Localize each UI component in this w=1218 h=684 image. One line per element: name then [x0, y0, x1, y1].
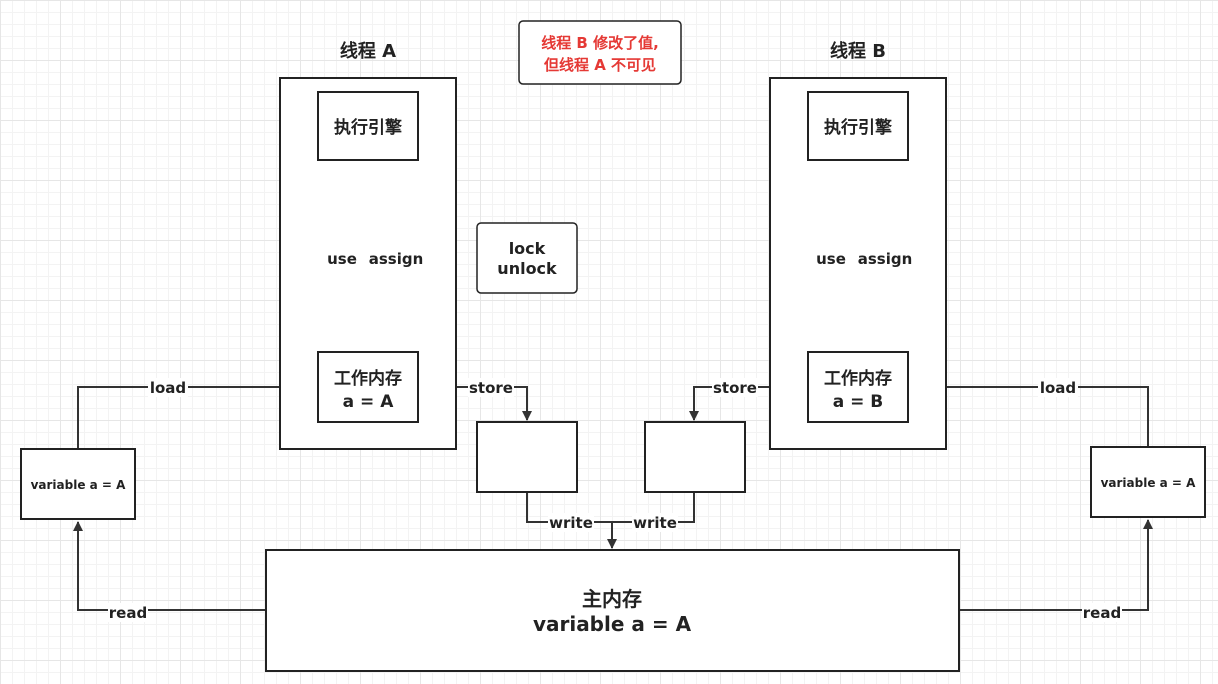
thread-b-work-memory-box [807, 351, 909, 423]
edge-read-left [73, 521, 266, 611]
edge-read-right [959, 519, 1153, 611]
read-label-left: read [109, 604, 147, 622]
edge-load-right [910, 382, 1149, 447]
edge-load-left [77, 382, 316, 449]
thread-a-work-memory-title: 工作内存 [334, 368, 402, 389]
main-memory-box [265, 549, 960, 672]
unlock-label: unlock [497, 259, 557, 278]
note-line-1: 线程 B 修改了值, [541, 34, 659, 52]
thread-a-engine-label: 执行引擎 [334, 117, 403, 138]
left-variable-box [20, 448, 136, 520]
read-label-right: read [1083, 604, 1121, 622]
edge-labels: use assign use assign load load store st… [108, 248, 1122, 622]
lock-box [476, 222, 578, 294]
load-label-right: load [1040, 379, 1076, 397]
main-memory: 主内存 variable a = A [265, 549, 960, 672]
main-memory-title: 主内存 [582, 587, 642, 611]
lock-unlock: lock unlock [476, 222, 578, 294]
visibility-note: 线程 B 修改了值, 但线程 A 不可见 [518, 20, 682, 85]
left-variable-label: variable a = A [31, 478, 127, 492]
thread-a: 执行引擎 工作内存 a = A [279, 77, 457, 450]
thread-b-title: 线程 B [830, 40, 886, 62]
store-buffer-left [476, 421, 578, 493]
store-label-right: store [713, 379, 757, 397]
right-variable-label: variable a = A [1101, 476, 1197, 490]
edges [73, 162, 1153, 611]
store-buffer-right [644, 421, 746, 493]
write-label-right: write [633, 514, 677, 532]
lock-label: lock [509, 239, 546, 258]
write-label-left: write [549, 514, 593, 532]
thread-b-work-memory-value: a = B [833, 392, 884, 412]
use-label-a: use [327, 250, 357, 268]
thread-a-engine-box [317, 91, 419, 161]
thread-b-work-memory-title: 工作内存 [824, 368, 892, 389]
thread-a-title: 线程 A [340, 40, 396, 62]
note-line-2: 但线程 A 不可见 [543, 56, 656, 74]
use-label-b: use [816, 250, 846, 268]
main-memory-value: variable a = A [533, 612, 692, 636]
right-variable-box [1090, 446, 1206, 518]
note-box [518, 20, 682, 85]
thread-b-engine-box [807, 91, 909, 161]
thread-a-work-memory-box [317, 351, 419, 423]
assign-label-a: assign [369, 250, 424, 268]
store-label-left: store [469, 379, 513, 397]
thread-a-work-memory-value: a = A [343, 392, 395, 412]
thread-b-engine-label: 执行引擎 [824, 117, 893, 138]
assign-label-b: assign [858, 250, 913, 268]
load-label-left: load [150, 379, 186, 397]
